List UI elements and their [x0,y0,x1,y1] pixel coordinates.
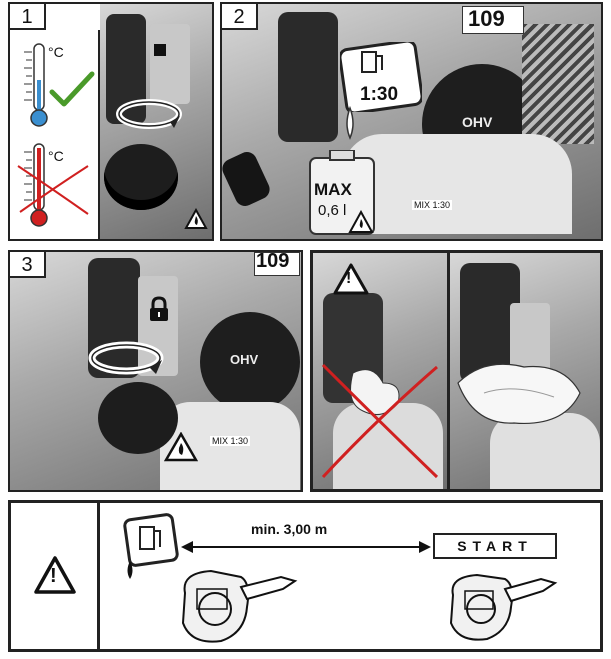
lock-icon [154,44,166,56]
engine-number-plate [462,6,524,34]
engine-number-label: 109 [256,250,290,272]
mix-label: MIX 1:30 [210,436,251,446]
lock-icon [150,296,168,321]
rotate-arrow-icon [116,99,182,129]
temperature-column: °C °C [10,30,100,239]
panel-1-number: 1 [10,4,46,30]
engine-brand-label: OHV [462,114,493,130]
ratio-label: 1:30 [360,84,399,105]
panel-1: 1 °C °C [8,2,214,241]
fuel-canister-icon [309,150,375,235]
cross-icon [17,165,89,215]
volume-label: 0,6 l [318,202,347,219]
loose-cap [222,148,273,210]
engine-housing [88,258,140,378]
start-distance-panel: ! min. 3,00 m START [8,500,603,652]
fuel-tank [490,413,600,489]
engine-number-plate [254,252,300,276]
engine-number-label: 109 [468,6,505,31]
fuel-pump-icon [123,513,179,567]
distance-arrow-icon [181,541,431,553]
cooling-fins [522,24,594,144]
flammable-warning-icon [348,210,374,233]
temp-unit-label-hot: °C [48,148,64,164]
warning-symbol: ! [50,565,57,587]
max-label: MAX [314,180,352,199]
panel-2: OHV 109 MIX 1:30 2 MAX 0,6 l 1:30 [220,2,603,241]
leaf-blower-icon-start [449,573,558,641]
cross-icon [321,363,439,479]
fuel-cap [98,382,178,454]
fuel-tank [342,134,572,234]
engine-housing [278,12,338,142]
warning-symbol: ! [346,270,352,287]
panel-3-number: 3 [10,252,46,278]
panel-2-number: 2 [222,4,258,30]
fuel-cap [104,144,178,210]
thermometer-cold-icon [24,43,48,127]
panel-4-divider [447,253,450,489]
fuel-cap-photo [100,4,212,239]
footer-warning-cell: ! [11,503,100,649]
fuel-drip-icon [127,561,133,579]
temp-unit-label: °C [48,44,64,60]
wipe-fuel-photo [450,253,600,489]
mix-label: MIX 1:30 [412,200,453,210]
check-icon [49,71,95,107]
carburetor [150,24,190,104]
leaf-blower-icon [181,569,298,643]
engine-brand-label: OHV [230,352,259,367]
fuel-pump-icon [340,42,422,112]
distance-label: min. 3,00 m [251,521,328,537]
start-label: START [457,538,533,554]
flammable-warning-icon [184,208,208,229]
panel-4: ! [310,250,603,492]
warning-triangle-icon [34,556,76,594]
panel-3: OHV 109 MIX 1:30 3 [8,250,303,492]
cleaning-cloth-icon [457,363,581,425]
fuel-drip-icon [346,105,354,140]
start-box: START [433,533,557,559]
warning-triangle-icon [333,263,369,295]
refuel-photo: OHV 109 MIX 1:30 [222,4,601,239]
rotate-arrow-icon [88,341,164,375]
engine-body [200,312,300,412]
flammable-warning-icon [164,432,198,462]
